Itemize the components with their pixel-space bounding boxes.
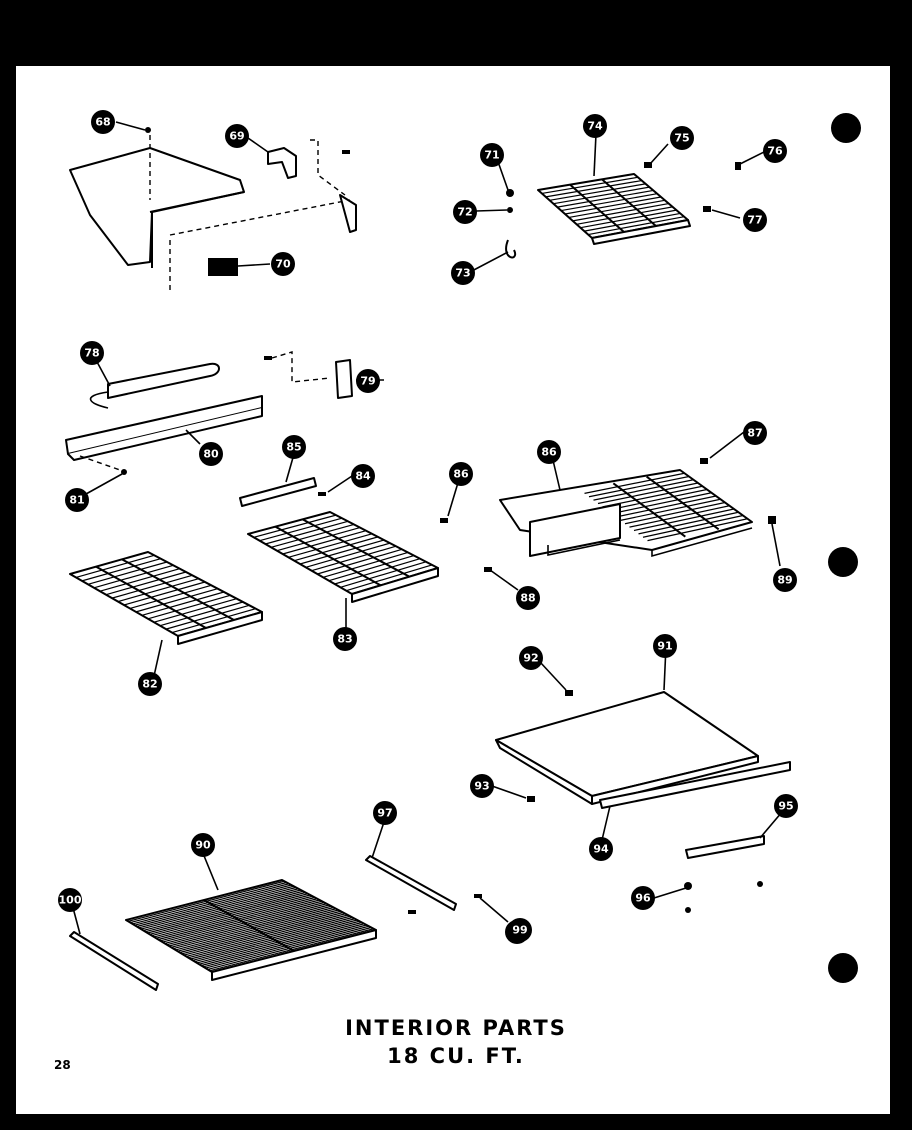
callout-69: 69 [225,124,249,148]
callout-label: 72 [457,206,472,219]
callout-label: 89 [777,574,792,587]
callout-92: 92 [519,646,543,670]
callout-83: 83 [333,627,357,651]
callout-label: 82 [142,678,157,691]
callout-76: 76 [763,139,787,163]
callout-label: 96 [635,892,651,905]
binder-hole-middle [828,547,858,577]
callout-label: 73 [455,267,470,280]
callout-91: 91 [653,634,677,658]
callout-95: 95 [774,794,798,818]
callout-label: 94 [593,843,609,856]
callout-label: 77 [747,214,762,227]
rail-assembly [65,351,353,475]
callout-label: 92 [523,652,538,665]
callout-89: 89 [773,568,797,592]
callout-label: 83 [337,633,352,646]
callout-label: 81 [69,494,84,507]
shelf-rails [69,855,482,991]
callout-label: 93 [474,780,489,793]
wire-shelf-83 [239,477,439,603]
callout-77: 77 [743,208,767,232]
page-number: 28 [54,1058,71,1072]
callout-leaders [71,121,783,935]
callout-82: 82 [138,672,162,696]
callout-label: 78 [84,347,99,360]
callout-label: 100 [59,894,82,907]
callout-80: 80 [199,442,223,466]
callout-label: 71 [484,149,499,162]
callout-label: 79 [360,375,375,388]
callout-label: 90 [195,839,211,852]
binder-hole-bottom [828,953,858,983]
binder-hole-top [831,113,861,143]
callout-79: 79 [356,369,380,393]
callout-73: 73 [451,261,475,285]
callout-86: 86 [537,440,561,464]
callout-68: 68 [91,110,115,134]
callout-97: 97 [373,801,397,825]
callout-label: 76 [767,145,783,158]
slide-shelf-88 [440,458,776,572]
callout-84: 84 [351,464,375,488]
callout-71: 71 [480,143,504,167]
callout-87: 87 [743,421,767,445]
callout-label: 86 [453,468,469,481]
callout-70: 70 [271,252,295,276]
glass-shelf-91 [495,690,791,913]
callout-badges: 68 69 70 71 72 73 74 75 76 77 78 79 80 81 82 83 84 85 86 86… [58,110,798,944]
callout-75: 75 [670,126,694,150]
callout-label: 86 [541,446,557,459]
wire-shelf-99 [125,879,377,981]
callout-72: 72 [453,200,477,224]
callout-78: 78 [80,341,104,365]
liner-corner-assembly [69,127,357,290]
callout-label: 85 [286,441,301,454]
callout-94: 94 [589,837,613,861]
callout-100: 100 [58,888,82,912]
callout-label: 88 [520,592,535,605]
diagram-title-line2: 18 CU. FT. [387,1044,525,1068]
callout-label: 99 [512,924,527,937]
callout-label: 68 [95,116,110,129]
callout-90: 90 [191,833,215,857]
callout-74: 74 [583,114,607,138]
callout-96: 96 [631,886,655,910]
callout-label: 91 [657,640,672,653]
callout-label: 97 [377,807,392,820]
callout-99: 99 [508,918,532,942]
callout-label: 75 [674,132,689,145]
callout-label: 84 [355,470,371,483]
callout-93: 93 [470,774,494,798]
callout-label: 70 [275,258,291,271]
upper-wire-shelf [505,162,741,259]
callout-label: 95 [778,800,793,813]
callout-label: 80 [203,448,219,461]
callout-85: 85 [282,435,306,459]
callout-label: 87 [747,427,762,440]
callout-88: 88 [516,586,540,610]
diagram-title-line1: INTERIOR PARTS [345,1016,567,1040]
callout-81: 81 [65,488,89,512]
wire-shelf-82 [69,551,263,645]
callout-label: 74 [587,120,603,133]
callout-86: 86 [449,462,473,486]
callout-label: 69 [229,130,244,143]
